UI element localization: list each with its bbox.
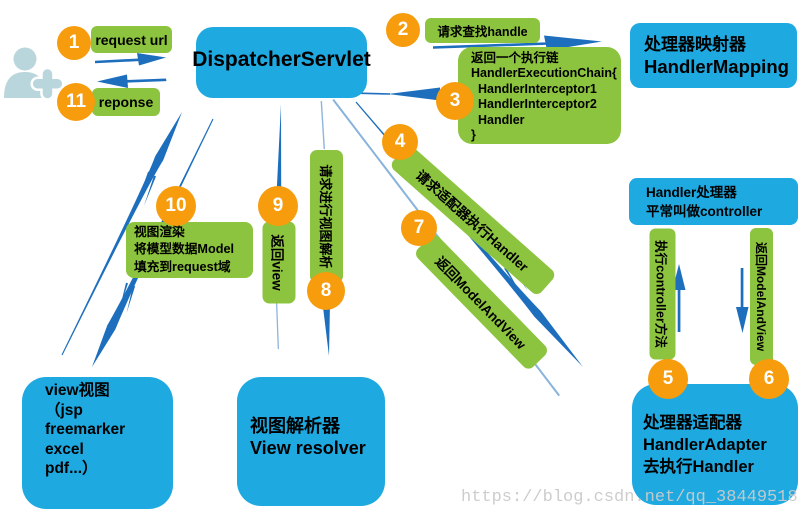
render-line1: 视图渲染 [134,225,185,239]
handler-mapping-label-cn: 处理器映射器 [644,34,746,54]
chain-line5: Handler [478,112,525,127]
view-node: view视图 （jsp freemarker excel pdf...） [22,377,173,509]
chain-line3: HandlerInterceptor1 [478,81,597,96]
label-return-view: 返回view [262,221,296,304]
handler-mapping-node: 处理器映射器 HandlerMapping [630,23,797,88]
view-resolver-label-en: View resolver [250,437,366,458]
label-find-handle: 请求查找handle [425,18,540,43]
view-node-line5: pdf...） [45,460,98,477]
step-badge-6: 6 [749,359,789,399]
render-line2: 将模型数据Model [134,242,235,257]
watermark-text: https://blog.csdn.net/qq_38449518 [461,488,798,507]
arrow-step2 [433,35,602,51]
chain-line6: } [471,128,476,143]
step-badge-2: 2 [386,13,420,47]
chain-line2: HandlerExecutionChain{ [471,66,617,81]
arrow-step1 [95,53,166,66]
chain-line4: HandlerInterceptor2 [478,97,597,112]
handler-controller-line1: Handler处理器 [646,184,737,200]
step-badge-3: 3 [436,82,474,120]
render-line3: 填充到request域 [134,259,231,274]
label-reponse: reponse [92,88,160,116]
plus-icon [30,66,65,101]
step-badge-4: 4 [382,124,418,160]
label-view-render: 视图渲染 将模型数据Model 填充到request域 [126,222,253,278]
label-execution-chain: 返回一个执行链 HandlerExecutionChain{ HandlerIn… [458,47,621,144]
label-request-url: request url [91,26,172,53]
arrow-step8 [275,101,330,356]
step-badge-7: 7 [401,210,437,246]
view-node-line2: （jsp [45,401,83,419]
step-badge-9: 9 [258,186,298,226]
handler-controller-line2: 平常叫做controller [646,203,763,219]
view-resolver-label-cn: 视图解析器 [250,415,340,436]
user-plus-icon [4,47,65,101]
arrow-return-to-dispatcher-left [61,112,182,356]
step-badge-8: 8 [307,272,345,310]
handler-controller-node: Handler处理器 平常叫做controller [629,178,798,225]
arrow-step9 [276,104,282,190]
view-resolver-node: 视图解析器 View resolver [237,377,385,506]
step-badge-5: 5 [648,359,688,399]
view-node-line1: view视图 [45,382,110,399]
arrow-step11 [97,74,167,88]
chain-line1: 返回一个执行链 [471,51,559,65]
handler-adapter-line2: HandlerAdapter [643,435,767,454]
arrow-step6 [736,268,749,333]
handler-adapter-node: 处理器适配器 HandlerAdapter 去执行Handler [632,384,798,505]
handler-adapter-line1: 处理器适配器 [643,413,742,432]
dispatcher-servlet-label: DispatcherServlet [192,47,371,71]
step-badge-1: 1 [57,26,91,60]
step-badge-10: 10 [156,186,196,226]
step-badge-11: 11 [57,83,95,121]
dispatcher-servlet-node: DispatcherServlet [192,27,371,98]
label-execute-controller: 执行controller方法 [649,228,675,359]
view-node-line4: excel [45,440,84,458]
handler-adapter-line3: 去执行Handler [643,457,754,476]
arrow-step5 [672,264,686,332]
label-request-view-resolution: 请求进行视图解析 [309,150,343,283]
handler-mapping-label-en: HandlerMapping [644,55,789,77]
label-return-modelandview-right: 返回ModelAndView [750,228,773,365]
view-node-line3: freemarker [45,421,126,438]
arrow-step3 [353,87,440,101]
